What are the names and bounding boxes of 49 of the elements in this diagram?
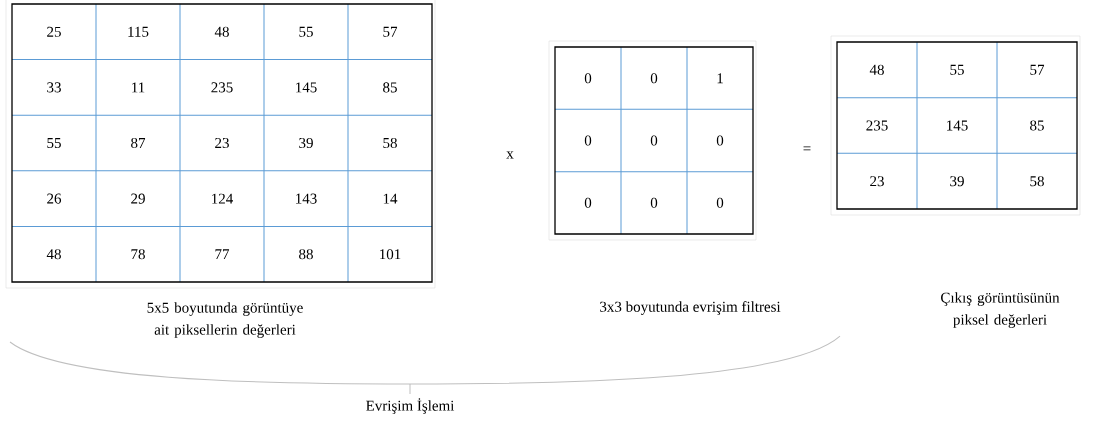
cell-value: 235	[866, 120, 888, 131]
cell-value: 58	[1030, 176, 1044, 187]
caption: 3x3 boyutunda evrişim filtresi	[600, 301, 781, 315]
cell-value: 77	[215, 249, 230, 260]
cell-value: 57	[383, 26, 398, 37]
cell-value: 11	[132, 82, 145, 93]
cell-value: 48	[46, 249, 61, 260]
cell-value: 14	[383, 193, 398, 204]
cell-value: 87	[131, 137, 146, 149]
multiplication-sign: x	[506, 151, 514, 159]
cell-value: 88	[299, 249, 313, 260]
cell-value: 33	[47, 82, 61, 93]
cell-value: 55	[47, 138, 61, 148]
cell-value: 0	[650, 73, 658, 84]
cell-value: 0	[584, 73, 592, 84]
cell-value: 23	[215, 137, 229, 149]
caption: Çıkış görüntüsünün piksel değerleri	[941, 292, 1060, 328]
cell-value: 78	[131, 249, 145, 260]
cell-value: 143	[296, 193, 317, 204]
cell-value: 145	[296, 82, 317, 93]
cell-value: 55	[950, 64, 964, 75]
cell-value: 124	[212, 193, 233, 204]
cell-value: 57	[1030, 64, 1045, 75]
cell-value: 0	[650, 135, 658, 146]
cell-value: 26	[47, 193, 62, 204]
cell-value: 39	[950, 176, 964, 187]
equals-sign: =	[803, 146, 811, 151]
cell-value: 145	[947, 120, 968, 131]
cell-value: 48	[214, 26, 229, 37]
cell-value: 48	[869, 64, 884, 75]
cell-value: 85	[1030, 120, 1044, 131]
cell-value: 39	[299, 137, 313, 149]
cell-value: 55	[299, 26, 313, 37]
cell-value: 235	[211, 82, 233, 93]
cell-value: 29	[131, 193, 145, 204]
cell-value: 0	[584, 197, 592, 208]
cell-value: 1	[717, 73, 723, 84]
cell-value: 85	[383, 82, 397, 93]
cell-value: 23	[870, 176, 884, 187]
cell-value: 25	[47, 26, 61, 37]
cell-value: 0	[716, 135, 724, 146]
cell-value: 58	[383, 137, 397, 149]
cell-value: 0	[584, 135, 592, 146]
cell-value: 0	[650, 197, 658, 208]
caption: Evrişim İşlemi	[366, 398, 455, 414]
cell-value: 115	[128, 26, 149, 37]
cell-value: 101	[380, 249, 401, 260]
cell-value: 0	[716, 197, 724, 208]
caption: 5x5 boyutunda görüntüye ait piksellerin değerleri	[147, 302, 303, 338]
